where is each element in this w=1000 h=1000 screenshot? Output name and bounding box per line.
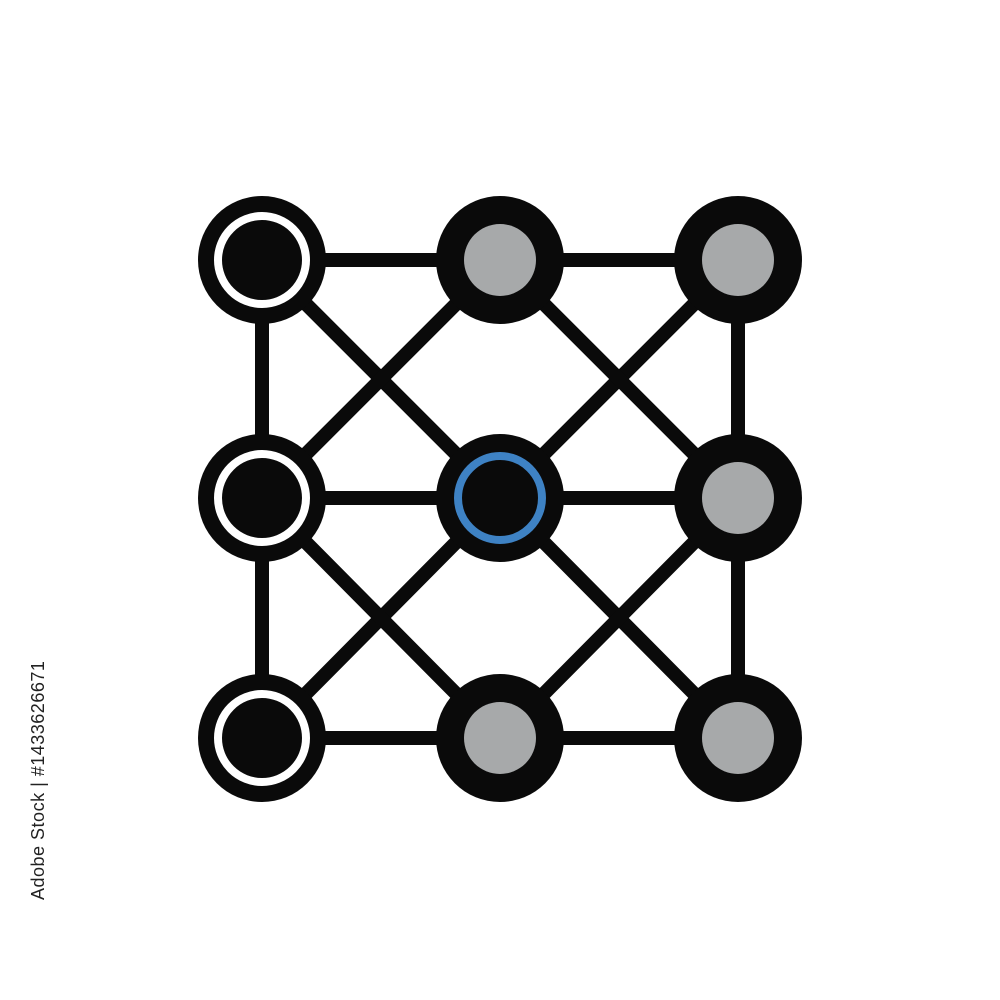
node-white-ring bbox=[214, 690, 310, 786]
node-white-ring bbox=[214, 450, 310, 546]
node-middle-left bbox=[198, 434, 326, 562]
node-center bbox=[436, 434, 564, 562]
node-gray-center bbox=[464, 702, 536, 774]
node-gray-center bbox=[702, 224, 774, 296]
node-gray-center bbox=[464, 224, 536, 296]
stock-caption: Adobe Stock | #1433626671 bbox=[28, 660, 48, 900]
node-middle-right bbox=[674, 434, 802, 562]
node-bottom-right bbox=[674, 674, 802, 802]
node-gray-center bbox=[702, 462, 774, 534]
node-bottom-middle bbox=[436, 674, 564, 802]
node-bottom-left bbox=[198, 674, 326, 802]
node-top-right bbox=[674, 196, 802, 324]
node-gray-center bbox=[702, 702, 774, 774]
node-blue-ring bbox=[454, 452, 546, 544]
node-top-middle bbox=[436, 196, 564, 324]
node-top-left bbox=[198, 196, 326, 324]
node-white-ring bbox=[214, 212, 310, 308]
node-group bbox=[198, 196, 802, 802]
